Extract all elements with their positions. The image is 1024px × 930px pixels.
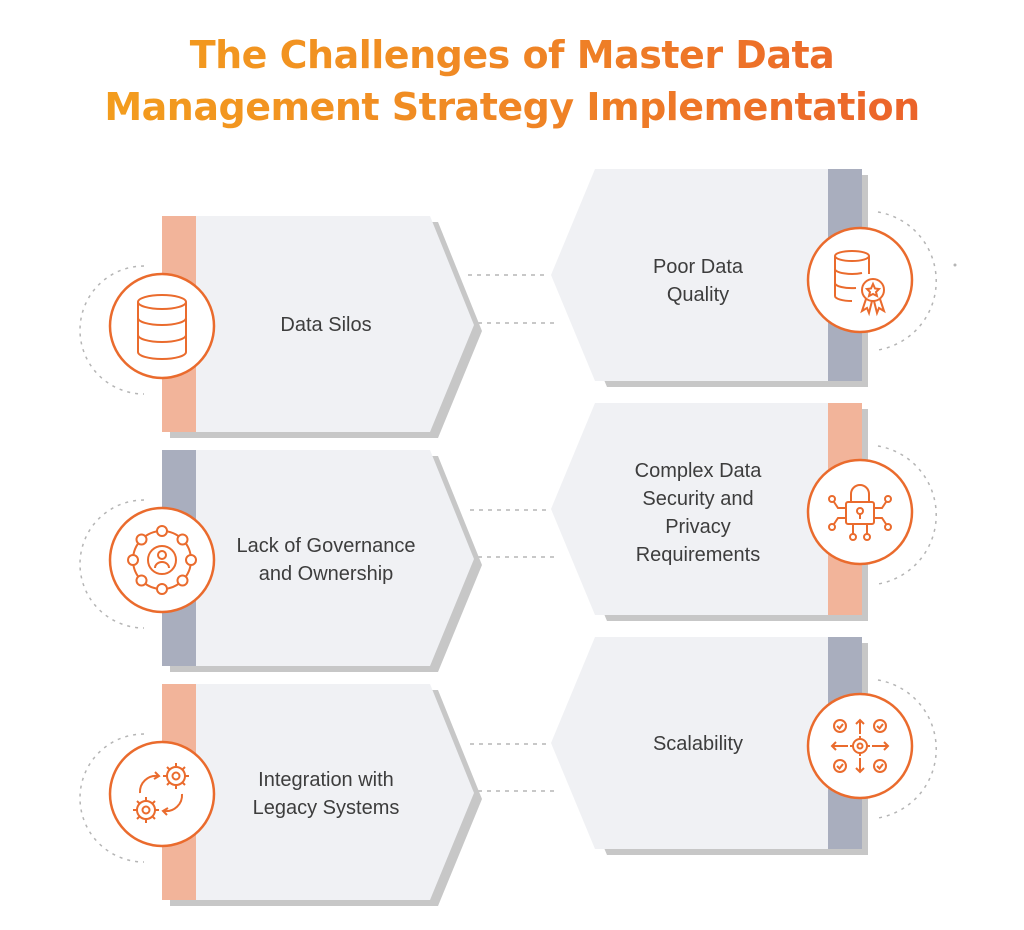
label-data-silos: Data Silos (280, 314, 372, 336)
database-quality-badge-icon (834, 250, 886, 317)
gears-integration-icon (133, 763, 189, 823)
label-integration-legacy: Integration with Legacy Systems (216, 764, 436, 824)
label-lack-of-governance-text: Lack of Governance and Ownership (236, 535, 416, 585)
card-data-security-privacy (551, 403, 937, 621)
title-line-2: Management Strategy Implementation (0, 83, 1024, 131)
card-scalability (551, 637, 937, 855)
label-poor-data-quality: Poor Data Quality (588, 251, 808, 311)
label-integration-legacy-text: Integration with Legacy Systems (252, 769, 400, 819)
card-integration-legacy (79, 684, 482, 906)
title-line-1: The Challenges of Master Data (0, 31, 1024, 79)
label-data-security-privacy: Complex Data Security and Privacy Requir… (588, 455, 808, 571)
connectors (468, 274, 558, 792)
label-scalability: Scalability (652, 733, 744, 755)
card-lack-of-governance (79, 450, 482, 672)
label-poor-data-quality-text: Poor Data Quality (652, 256, 744, 306)
governance-user-network-icon (127, 525, 197, 595)
database-icon (137, 294, 187, 360)
label-lack-of-governance: Lack of Governance and Ownership (216, 516, 436, 604)
scalability-arrows-icon (830, 718, 890, 774)
card-data-silos (79, 216, 482, 438)
label-data-security-privacy-text: Complex Data Security and Privacy Requir… (634, 460, 762, 566)
card-poor-data-quality (551, 169, 937, 387)
decor-dot (953, 263, 957, 267)
security-lock-network-icon (828, 484, 892, 541)
